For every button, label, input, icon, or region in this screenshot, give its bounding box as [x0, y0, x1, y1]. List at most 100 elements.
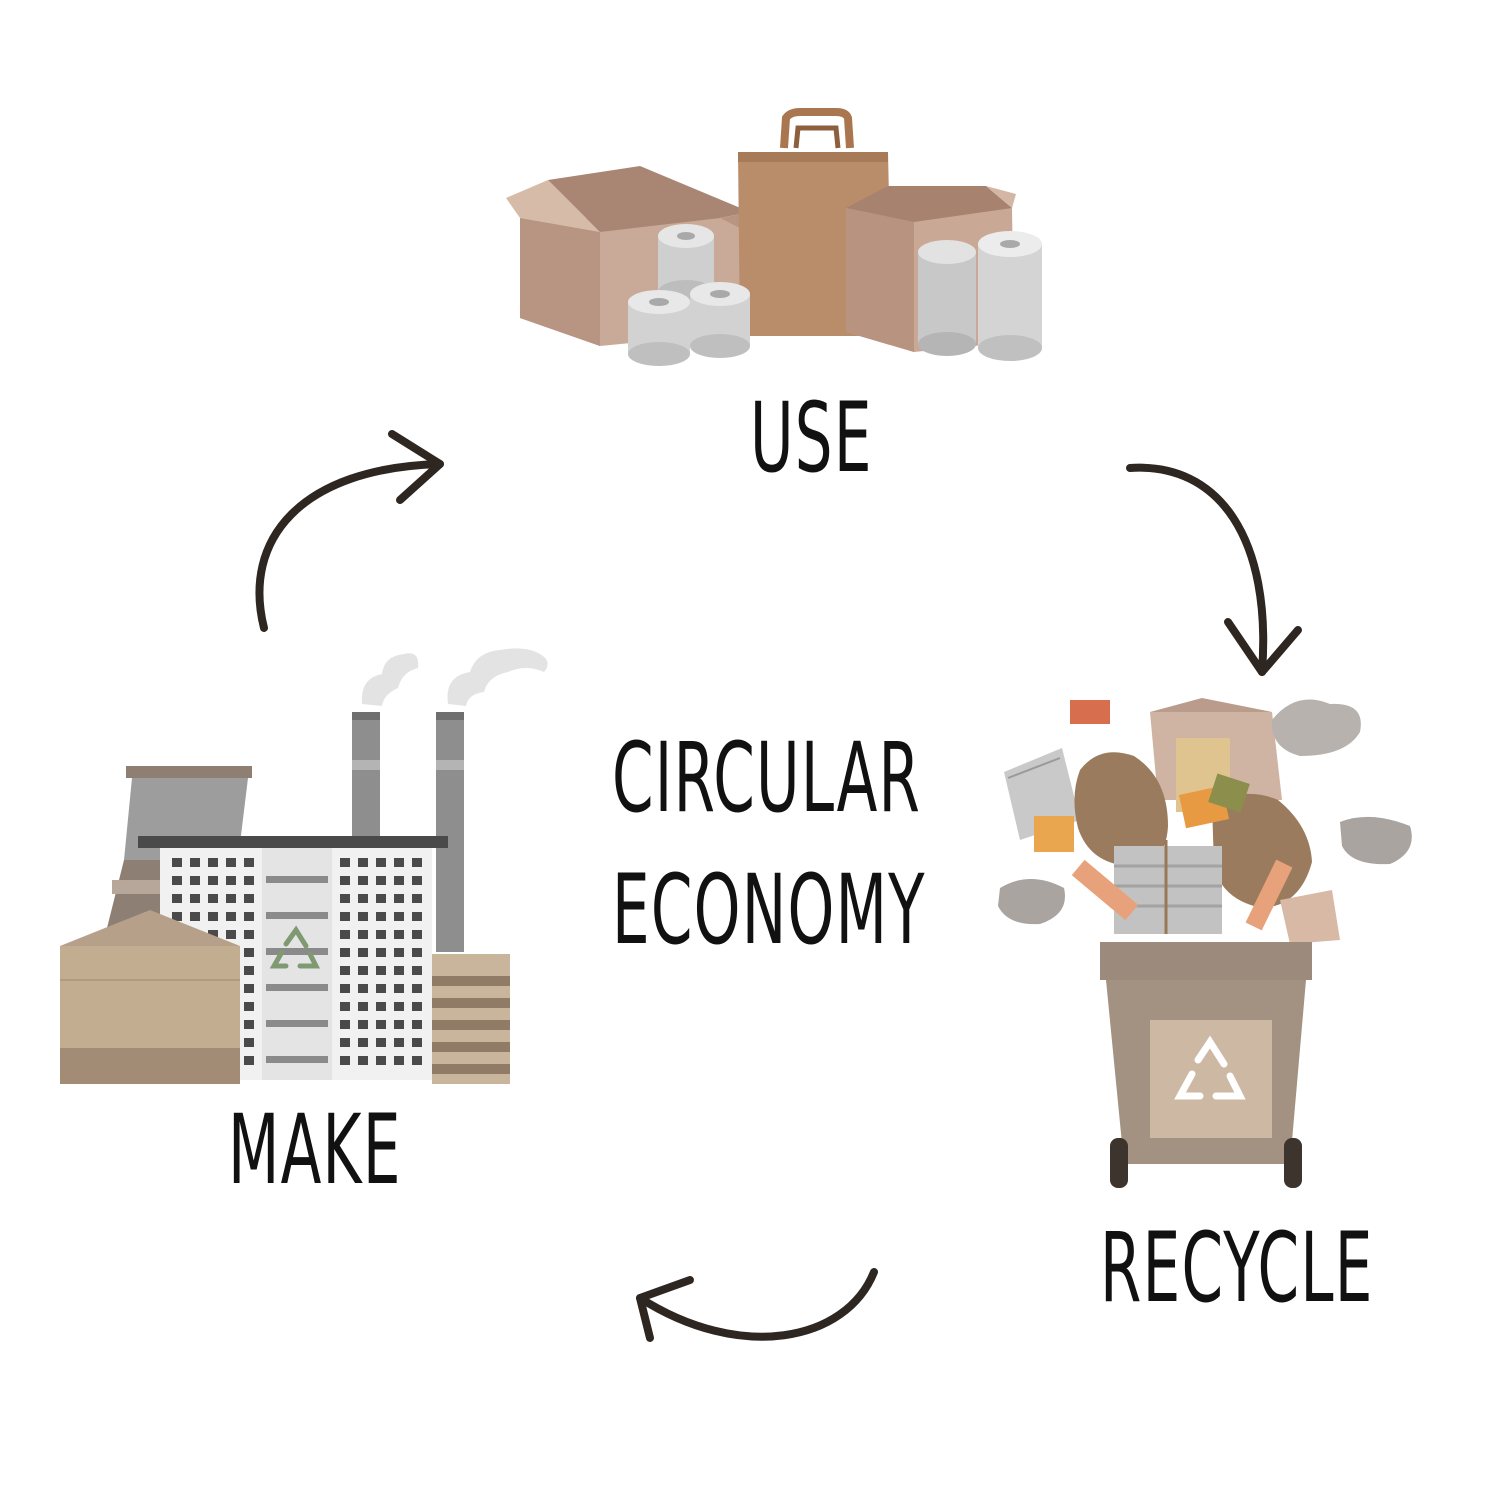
window	[208, 858, 218, 867]
window	[172, 894, 182, 903]
window	[376, 894, 386, 903]
window	[376, 858, 386, 867]
arrow-make-to-use	[255, 430, 444, 632]
window	[172, 876, 182, 885]
window	[244, 1020, 254, 1029]
window-band	[266, 948, 328, 955]
window	[394, 1020, 404, 1029]
window	[208, 876, 218, 885]
window	[412, 858, 422, 867]
arrow-recycle-to-make	[636, 1268, 878, 1342]
window	[244, 948, 254, 957]
arrow-use-to-recycle	[1126, 463, 1302, 676]
window	[376, 948, 386, 957]
window	[412, 930, 422, 939]
window	[244, 1056, 254, 1065]
window	[244, 1038, 254, 1047]
window	[244, 876, 254, 885]
window	[394, 912, 404, 921]
window	[358, 1020, 368, 1029]
window	[244, 894, 254, 903]
window	[340, 930, 350, 939]
window	[358, 876, 368, 885]
window	[190, 858, 200, 867]
warehouse-icon	[432, 954, 510, 1084]
window	[358, 984, 368, 993]
window-band	[266, 1020, 328, 1027]
window	[412, 1038, 422, 1047]
window	[208, 930, 218, 939]
recycle-illustration	[998, 698, 1412, 1188]
chimney-icon	[352, 712, 464, 952]
window	[358, 948, 368, 957]
window	[340, 876, 350, 885]
window	[340, 894, 350, 903]
window	[358, 858, 368, 867]
window	[340, 984, 350, 993]
stage-label-recycle: RECYCLE	[1100, 1212, 1374, 1324]
window	[340, 966, 350, 975]
recycle-symbol-icon	[269, 925, 321, 969]
window	[412, 1002, 422, 1011]
stage-label-make: MAKE	[228, 1094, 402, 1206]
window	[358, 930, 368, 939]
window	[358, 912, 368, 921]
window	[412, 1020, 422, 1029]
recycling-bin-icon	[1100, 942, 1312, 1188]
window	[376, 1056, 386, 1065]
window	[226, 930, 236, 939]
paper-towel-roll-icon	[918, 240, 976, 356]
window	[358, 894, 368, 903]
window	[376, 984, 386, 993]
use-illustration	[506, 108, 1042, 366]
window	[208, 912, 218, 921]
window	[358, 1002, 368, 1011]
window	[190, 912, 200, 921]
window	[412, 984, 422, 993]
diagram-title-line-1: CIRCULAR	[612, 722, 922, 834]
window	[244, 930, 254, 939]
window	[412, 948, 422, 957]
smoke-icon	[361, 648, 548, 706]
window	[172, 858, 182, 867]
diagram-title-line-2: ECONOMY	[612, 854, 926, 966]
window	[394, 1002, 404, 1011]
window	[412, 966, 422, 975]
window	[376, 1020, 386, 1029]
window	[358, 1038, 368, 1047]
window	[244, 1002, 254, 1011]
window	[340, 912, 350, 921]
window	[394, 876, 404, 885]
window	[244, 966, 254, 975]
window	[394, 984, 404, 993]
make-illustration	[60, 648, 548, 1084]
window-band	[266, 912, 328, 919]
window	[226, 912, 236, 921]
recycle-symbol-icon	[1174, 1035, 1246, 1100]
waste-pile-icon	[998, 698, 1412, 944]
window	[376, 912, 386, 921]
window	[394, 930, 404, 939]
window	[412, 912, 422, 921]
window	[394, 1038, 404, 1047]
window	[190, 876, 200, 885]
storage-tank-icon	[60, 910, 240, 1084]
window	[376, 1038, 386, 1047]
window	[376, 1002, 386, 1011]
window	[376, 876, 386, 885]
window-band	[266, 984, 328, 991]
window	[340, 948, 350, 957]
window	[358, 966, 368, 975]
window	[358, 1056, 368, 1065]
window	[226, 894, 236, 903]
stage-label-use: USE	[750, 382, 873, 494]
window	[340, 1038, 350, 1047]
window	[244, 912, 254, 921]
window	[340, 858, 350, 867]
window	[340, 1020, 350, 1029]
window	[412, 1056, 422, 1065]
window	[340, 1056, 350, 1065]
window	[190, 894, 200, 903]
paper-towel-roll-icon	[978, 231, 1042, 361]
